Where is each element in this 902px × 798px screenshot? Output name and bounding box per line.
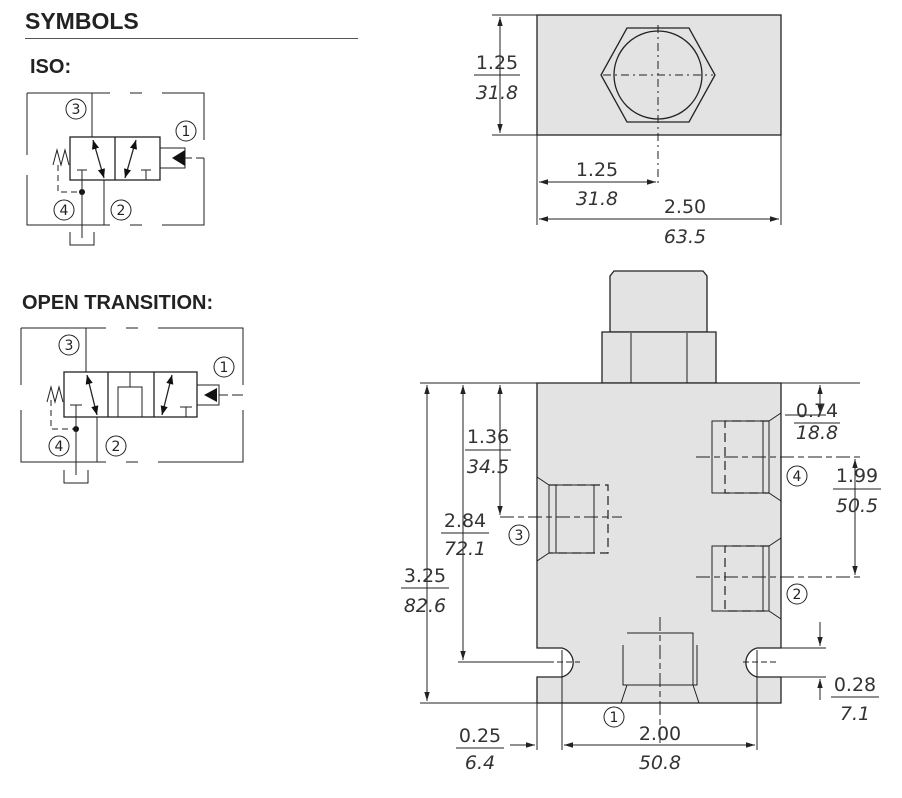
svg-text:3: 3 bbox=[65, 338, 74, 354]
svg-text:7.1: 7.1 bbox=[840, 703, 870, 725]
iso-symbol: 3 1 4 2 bbox=[26, 92, 205, 246]
ot-port-1: 1 bbox=[213, 356, 235, 378]
svg-text:1: 1 bbox=[182, 124, 191, 140]
open-transition-symbol: 3 1 4 2 bbox=[20, 327, 244, 484]
dim-port4-to-port2: 1.99 50.5 bbox=[833, 465, 881, 517]
svg-text:0.74: 0.74 bbox=[796, 400, 838, 422]
svg-text:4: 4 bbox=[55, 439, 64, 455]
ot-port-3: 3 bbox=[58, 334, 80, 356]
dim-hole-from-side: 0.25 6.4 bbox=[456, 725, 504, 774]
svg-text:1.36: 1.36 bbox=[467, 426, 509, 448]
open-transition-heading: OPEN TRANSITION: bbox=[22, 292, 214, 314]
iso-heading: ISO: bbox=[30, 56, 72, 78]
svg-text:2.00: 2.00 bbox=[639, 723, 681, 745]
dim-hole-from-top: 2.84 72.1 bbox=[441, 510, 489, 560]
ot-port-4: 4 bbox=[48, 435, 70, 457]
dim-top-width: 2.50 63.5 bbox=[664, 196, 706, 248]
iso-port-4: 4 bbox=[53, 199, 75, 221]
side-view: 3 4 2 1 bbox=[420, 270, 860, 750]
ot-port-2: 2 bbox=[105, 435, 127, 457]
symbols-heading: SYMBOLS bbox=[25, 8, 139, 34]
svg-text:1.99: 1.99 bbox=[836, 465, 878, 487]
iso-port-1: 1 bbox=[175, 120, 197, 142]
svg-text:4: 4 bbox=[793, 469, 802, 485]
svg-text:0.25: 0.25 bbox=[459, 725, 501, 747]
dim-overall-height: 3.25 82.6 bbox=[401, 565, 449, 617]
svg-text:50.5: 50.5 bbox=[836, 495, 878, 517]
svg-text:3: 3 bbox=[72, 102, 81, 118]
svg-text:63.5: 63.5 bbox=[664, 226, 706, 248]
svg-text:2: 2 bbox=[112, 439, 121, 455]
port-3-label: 3 bbox=[508, 524, 530, 546]
svg-text:2.50: 2.50 bbox=[664, 196, 706, 218]
svg-text:72.1: 72.1 bbox=[444, 538, 486, 560]
svg-text:2: 2 bbox=[793, 587, 802, 603]
svg-text:3: 3 bbox=[515, 528, 524, 544]
svg-text:50.8: 50.8 bbox=[639, 752, 681, 774]
svg-text:1: 1 bbox=[610, 710, 619, 726]
svg-text:3.25: 3.25 bbox=[404, 565, 446, 587]
heading-divider bbox=[25, 38, 358, 39]
dim-hole-from-bottom: 0.28 7.1 bbox=[831, 674, 879, 725]
dim-port3-from-top: 1.36 34.5 bbox=[465, 426, 511, 478]
iso-port-3: 3 bbox=[65, 98, 87, 120]
svg-text:34.5: 34.5 bbox=[467, 456, 509, 478]
svg-text:1.25: 1.25 bbox=[576, 159, 618, 181]
dim-top-height: 1.25 31.8 bbox=[474, 52, 520, 104]
dim-hole-spacing: 2.00 50.8 bbox=[639, 723, 681, 774]
svg-text:1.25: 1.25 bbox=[476, 52, 518, 74]
svg-text:82.6: 82.6 bbox=[404, 595, 446, 617]
svg-text:6.4: 6.4 bbox=[465, 752, 495, 774]
top-view bbox=[492, 14, 782, 225]
port-4-label: 4 bbox=[786, 465, 808, 487]
port-2-label: 2 bbox=[786, 583, 808, 605]
svg-text:1: 1 bbox=[220, 360, 229, 376]
port-1-label: 1 bbox=[603, 706, 625, 728]
svg-text:31.8: 31.8 bbox=[576, 188, 618, 210]
svg-text:31.8: 31.8 bbox=[476, 82, 518, 104]
svg-text:4: 4 bbox=[60, 203, 69, 219]
dim-top-center: 1.25 31.8 bbox=[573, 159, 621, 210]
svg-text:18.8: 18.8 bbox=[796, 422, 838, 444]
svg-text:2.84: 2.84 bbox=[444, 510, 486, 532]
svg-text:2: 2 bbox=[117, 203, 126, 219]
svg-text:0.28: 0.28 bbox=[834, 674, 876, 696]
iso-port-2: 2 bbox=[110, 199, 132, 221]
